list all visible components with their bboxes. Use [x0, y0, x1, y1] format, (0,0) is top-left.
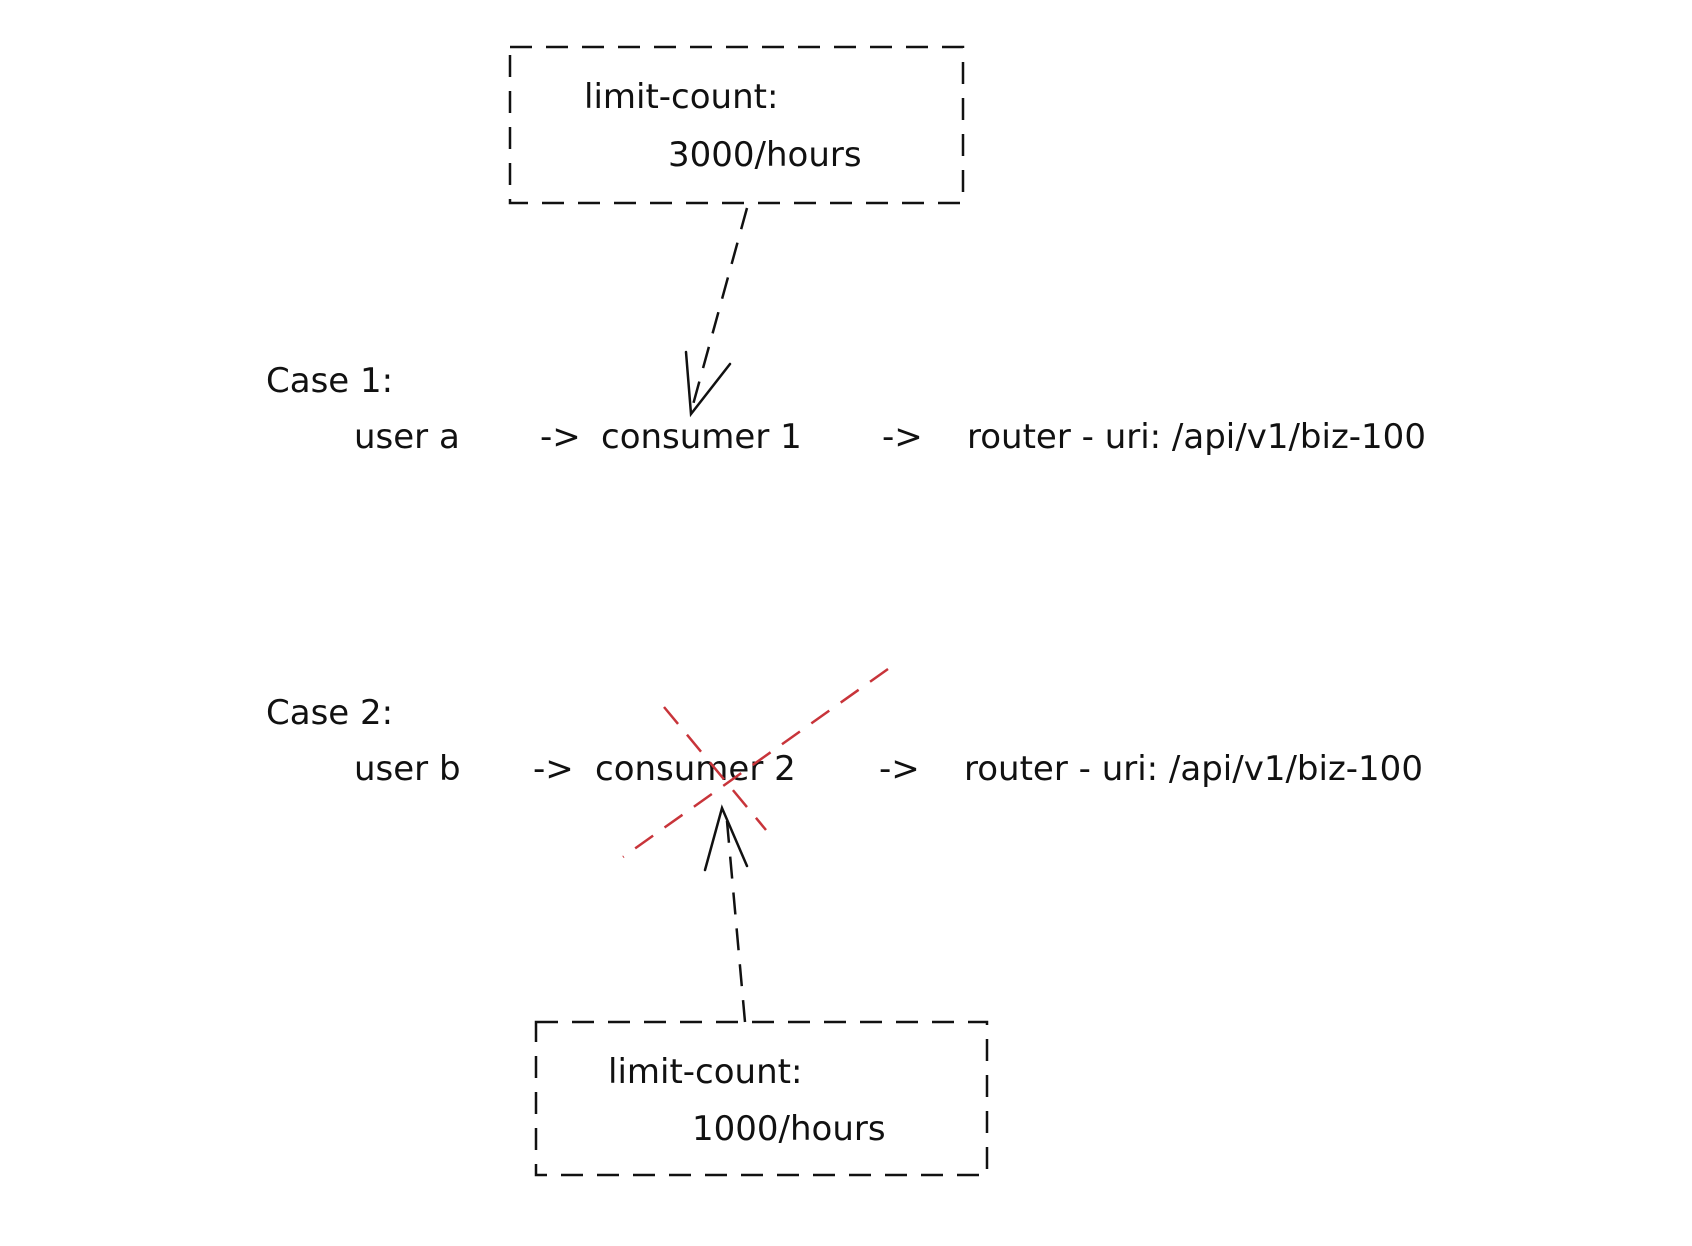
top-box-border: [508, 45, 965, 205]
top-box-label: limit-count:: [584, 77, 778, 117]
case-2-user: user b: [354, 749, 461, 789]
case-1: Case 1: user a -> consumer 1 -> router -…: [266, 361, 1426, 457]
bottom-box-border: [534, 1020, 989, 1177]
arrow-head-icon: [703, 804, 749, 872]
bottom-box-value: 1000/hours: [692, 1109, 886, 1149]
arrow-to-consumer-1: [684, 207, 749, 418]
top-box-value: 3000/hours: [668, 135, 862, 175]
arrow-shaft: [689, 207, 749, 413]
case-1-arrow-1: ->: [540, 417, 581, 457]
arrow-to-consumer-2: [703, 804, 749, 1023]
case-2-arrow-1: ->: [533, 749, 574, 789]
case-1-title: Case 1:: [266, 361, 393, 401]
red-cross-icon: [622, 667, 889, 859]
case-2-arrow-2: ->: [879, 749, 920, 789]
case-1-consumer: consumer 1: [601, 417, 802, 457]
top-limit-box: limit-count: 3000/hours: [508, 45, 965, 205]
case-2-consumer: consumer 2: [595, 749, 796, 789]
case-1-arrow-2: ->: [882, 417, 923, 457]
cross-line-1: [663, 706, 767, 831]
case-1-router: router - uri: /api/v1/biz-100: [967, 417, 1426, 457]
case-1-user: user a: [354, 417, 460, 457]
arrow-head-icon: [684, 350, 732, 418]
case-2-title: Case 2:: [266, 693, 393, 733]
case-2-router: router - uri: /api/v1/biz-100: [964, 749, 1423, 789]
bottom-limit-box: limit-count: 1000/hours: [534, 1020, 989, 1177]
case-2: Case 2: user b -> consumer 2 -> router -…: [266, 693, 1423, 789]
bottom-box-label: limit-count:: [608, 1052, 802, 1092]
cross-line-2: [622, 667, 889, 859]
